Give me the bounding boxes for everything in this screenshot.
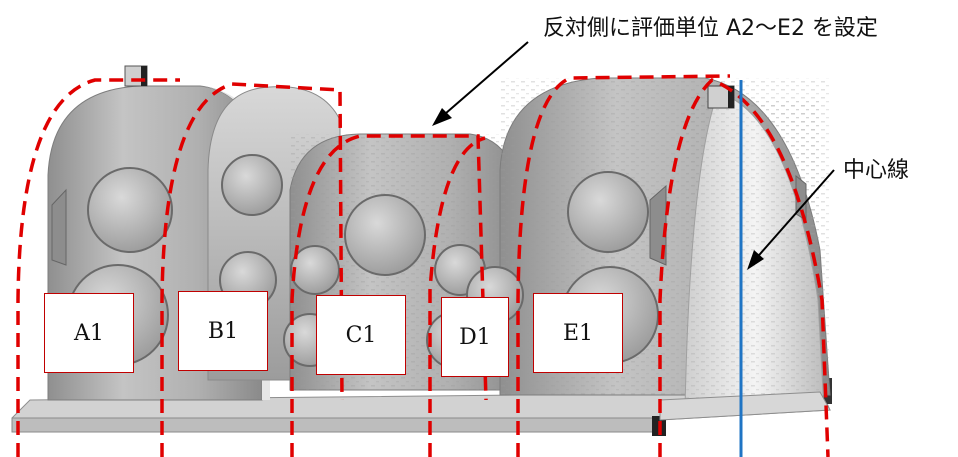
unit-label-e1: E1 bbox=[533, 293, 623, 373]
evaluation-boundaries bbox=[16, 74, 830, 457]
unit-label-a1: A1 bbox=[44, 293, 134, 373]
drum-right bbox=[466, 77, 831, 421]
center-line-label: 中心線 bbox=[843, 158, 910, 183]
boundary-e bbox=[516, 74, 731, 457]
boundary-c bbox=[290, 134, 488, 457]
base-slab bbox=[11, 378, 832, 436]
boundary-b bbox=[160, 82, 344, 457]
center-line-arrow bbox=[747, 169, 835, 270]
boundary-d bbox=[428, 136, 486, 457]
unit-label-c1: C1 bbox=[316, 295, 406, 375]
top-note-arrow bbox=[432, 41, 529, 126]
unit-label-b1: B1 bbox=[178, 291, 268, 371]
boundary-e-outer bbox=[658, 77, 830, 457]
top-note-text: 反対側に評価単位 A2～E2 を設定 bbox=[543, 16, 878, 41]
unit-label-d1: D1 bbox=[441, 297, 509, 377]
boundary-a bbox=[16, 78, 180, 457]
